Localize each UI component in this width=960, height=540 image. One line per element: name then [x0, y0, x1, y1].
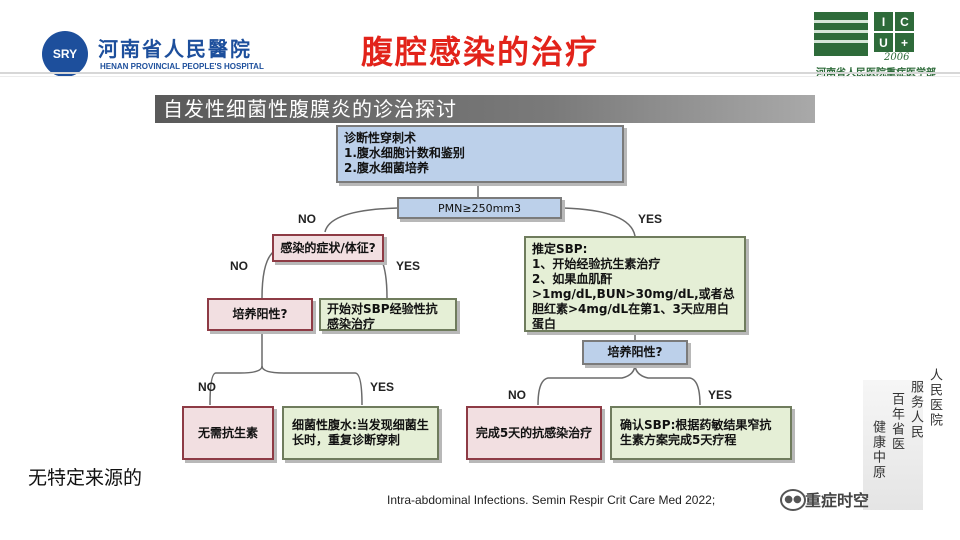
start-empiric-sbp-box: 开始对SBP经验性抗感染治疗 — [319, 298, 457, 331]
hospital-logo-left: SRY 河南省人民醫院 HENAN PROVINCIAL PEOPLE'S HO… — [42, 31, 282, 79]
no-antibiotic-box: 无需抗生素 — [182, 406, 274, 460]
presumed-line-1: 1、开始经验抗生素治疗 — [532, 257, 661, 271]
complete-5day-box: 完成5天的抗感染治疗 — [466, 406, 602, 460]
label-yes-symptom: YES — [396, 259, 421, 273]
pmn-threshold-box: PMN≥250mm3 — [397, 197, 562, 219]
connector-culture-yes — [261, 365, 363, 406]
source-note: 无特定来源的 — [28, 467, 143, 489]
bacterascites-box: 细菌性腹水:当发现细菌生长时，重复诊断穿刺 — [282, 406, 439, 460]
confirm-sbp-text: 确认SBP:根据药敏结果窄抗生素方案完成5天疗程 — [620, 418, 772, 447]
symptom-text: 感染的症状/体征? — [280, 240, 376, 255]
bacterascites-text: 细菌性腹水:当发现细菌生长时，重复诊断穿刺 — [292, 418, 429, 447]
icu-letter: C — [895, 12, 914, 31]
culture-right-text: 培养阳性? — [607, 345, 663, 359]
complete5-text: 完成5天的抗感染治疗 — [475, 425, 593, 440]
label-no-culture-left: NO — [198, 380, 216, 394]
pmn-text: PMN≥250mm3 — [438, 201, 521, 215]
no-antibiotic-text: 无需抗生素 — [197, 425, 258, 440]
side-text-col: 健康中原 — [870, 420, 885, 480]
cross-icon: + — [895, 33, 914, 52]
label-yes-culture-left: YES — [370, 380, 395, 394]
presumed-line-2: 2、如果血肌酐>1mg/dL,BUN>30mg/dL,或者总胆红素>4mg/dL… — [532, 272, 735, 331]
start-sbp-text: 开始对SBP经验性抗感染治疗 — [327, 302, 438, 331]
header-divider — [0, 72, 960, 74]
building-icon — [814, 12, 868, 56]
side-text-col: 人民医院 — [927, 368, 942, 428]
connector-culture2-yes — [634, 363, 701, 406]
connector-culture2-no — [537, 363, 636, 406]
diag-line-1: 1.腹水细胞计数和鉴别 — [344, 146, 465, 160]
label-no-culture-right: NO — [508, 388, 526, 402]
connector-pmn-yes — [562, 207, 636, 237]
culture-positive-right-box: 培养阳性? — [582, 340, 688, 365]
hospital-emblem-icon: SRY — [42, 31, 88, 77]
diag-title: 诊断性穿刺术 — [344, 131, 417, 145]
label-yes-culture-right: YES — [708, 388, 733, 402]
icu-letter: I — [874, 12, 893, 31]
wechat-icon: ●● — [780, 489, 806, 511]
presumed-sbp-box: 推定SBP: 1、开始经验抗生素治疗 2、如果血肌酐>1mg/dL,BUN>30… — [524, 236, 746, 332]
diag-line-2: 2.腹水细菌培养 — [344, 161, 429, 175]
logo-year: 2006 — [884, 52, 910, 63]
hospital-name-cn: 河南省人民醫院 — [98, 37, 252, 61]
emblem-text: SRY — [52, 47, 78, 61]
connector-culture-no — [209, 331, 263, 406]
diagnostic-paracentesis-box: 诊断性穿刺术 1.腹水细胞计数和鉴别 2.腹水细菌培养 — [336, 125, 624, 183]
connector-pmn-no — [324, 207, 399, 233]
side-text-col: 百年省医 — [889, 392, 904, 452]
label-yes-pmn: YES — [638, 212, 663, 226]
culture-left-text: 培养阳性? — [232, 307, 288, 321]
watermark-text: 重症时空 — [805, 491, 870, 510]
label-no-symptom: NO — [230, 259, 248, 273]
confirm-sbp-box: 确认SBP:根据药敏结果窄抗生素方案完成5天疗程 — [610, 406, 792, 460]
hospital-name-en: HENAN PROVINCIAL PEOPLE'S HOSPITAL — [100, 62, 264, 71]
icu-badge: I C U + — [874, 12, 914, 52]
infection-symptom-box: 感染的症状/体征? — [272, 234, 384, 262]
icu-letter: U — [874, 33, 893, 52]
label-no-pmn: NO — [298, 212, 316, 226]
culture-positive-left-box: 培养阳性? — [207, 298, 313, 331]
decorative-building-art — [863, 380, 923, 510]
side-text-col: 服务人民 — [908, 380, 923, 440]
citation: Intra-abdominal Infections. Semin Respir… — [387, 493, 716, 507]
slide-title: 腹腔感染的治疗 — [360, 33, 599, 71]
section-subtitle: 自发性细菌性腹膜炎的诊治探讨 — [155, 95, 815, 123]
header-divider-shadow — [0, 76, 960, 77]
presumed-title: 推定SBP: — [532, 242, 588, 256]
